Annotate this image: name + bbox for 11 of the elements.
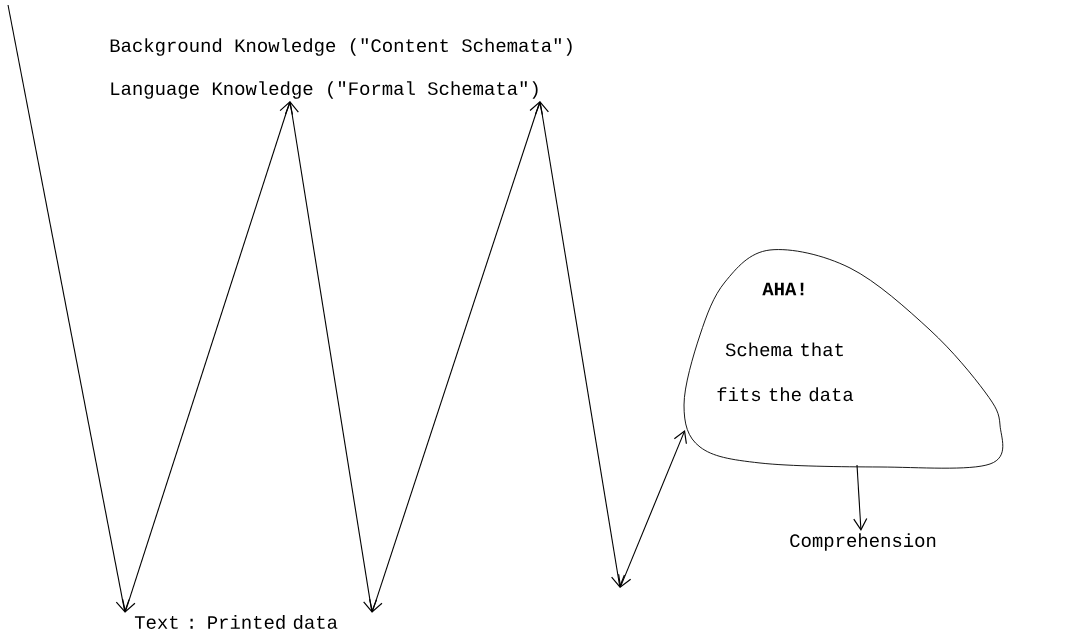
arrow <box>369 101 543 613</box>
text-label: Background Knowledge ("Content Schemata") <box>110 38 572 56</box>
text-label: Comprehension <box>790 533 936 551</box>
arrow <box>534 101 626 588</box>
arrow <box>121 101 294 613</box>
arrow <box>618 430 687 588</box>
thought-bubble: AHA! Schema that fits the data <box>683 249 1004 469</box>
text-label: Text : Printed data <box>134 615 338 629</box>
arrow <box>7 4 130 613</box>
text-label: Language Knowledge ("Formal Schemata") <box>111 81 538 99</box>
arrow <box>853 464 868 531</box>
